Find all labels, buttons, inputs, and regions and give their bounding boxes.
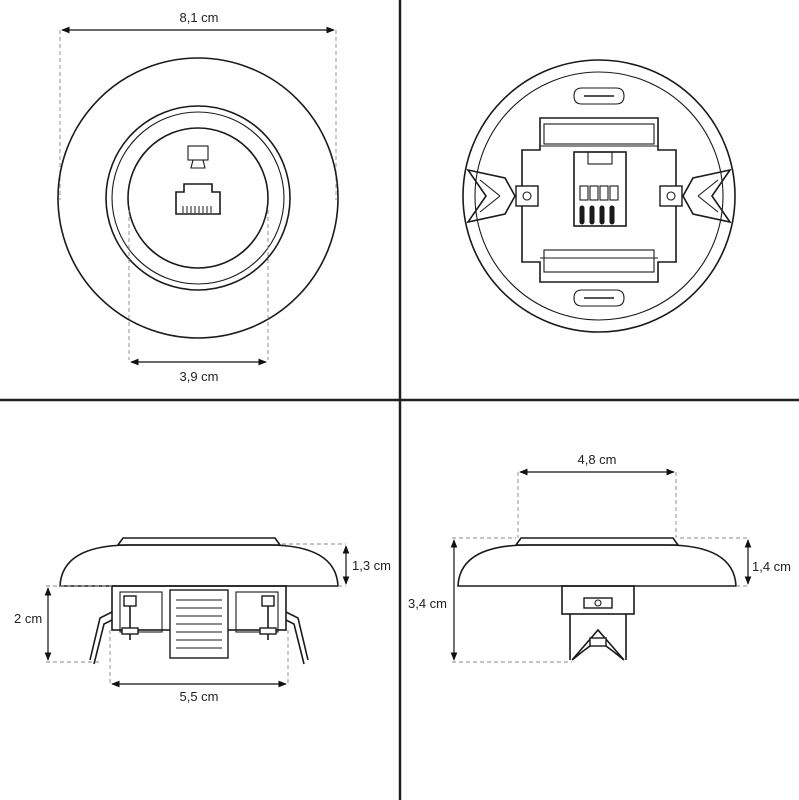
inner-dimension-label: 3,9 cm <box>179 369 218 384</box>
side-width-label: 5,5 cm <box>179 689 218 704</box>
profile-cap-top <box>514 537 680 546</box>
profile-total-label: 3,4 cm <box>408 596 447 611</box>
left-claw <box>466 168 516 224</box>
side-view-panel: 1,3 cm 2 cm <box>14 537 391 704</box>
cover-plate-inner <box>111 111 285 285</box>
profile-cap-label: 1,4 cm <box>752 559 791 574</box>
monitor-icon <box>187 145 209 169</box>
screw-terminal-right <box>659 185 683 207</box>
profile-claw <box>571 628 625 661</box>
profile-view-panel: 4,8 cm 1,4 cm 3,4 cm <box>408 452 791 663</box>
cap-top <box>116 537 282 546</box>
profile-cover-dome <box>457 544 737 587</box>
outer-frame-ring <box>57 57 339 339</box>
cover-plate-outer <box>105 105 291 291</box>
mounting-slot-top <box>573 87 625 105</box>
side-screw-left <box>121 595 139 640</box>
screw-terminal-left <box>515 185 539 207</box>
right-claw <box>682 168 732 224</box>
rj45-module <box>573 151 627 227</box>
width-dimension-label: 8,1 cm <box>179 10 218 25</box>
mounting-slot-bottom <box>573 289 625 307</box>
mechanism-frame <box>521 117 677 283</box>
side-height-label: 2 cm <box>14 611 42 626</box>
socket-face <box>127 127 269 269</box>
back-view-panel <box>462 59 736 333</box>
side-screw-right <box>259 595 277 640</box>
back-outer-ring <box>462 59 736 333</box>
side-claw-right <box>285 611 309 665</box>
back-inner-ring <box>474 71 724 321</box>
cover-dome <box>59 544 339 587</box>
cap-height-label: 1,3 cm <box>352 558 391 573</box>
profile-width-label: 4,8 cm <box>577 452 616 467</box>
side-claw-left <box>89 611 113 665</box>
rj45-socket-icon <box>175 183 221 215</box>
front-view-panel: 8,1 cm 3,9 cm <box>57 10 339 384</box>
